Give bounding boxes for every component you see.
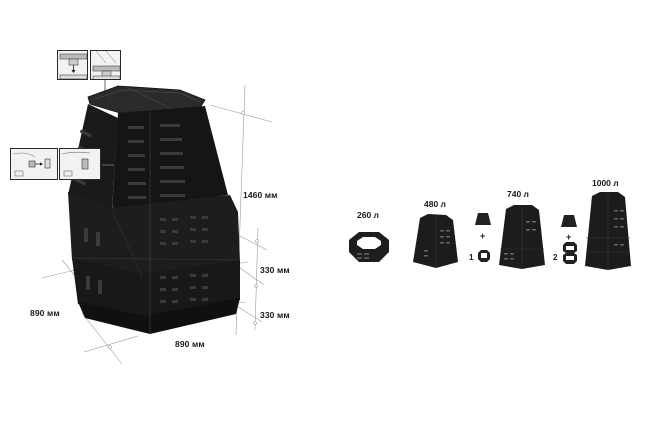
capacity-label-1000: 1000 л <box>592 178 619 188</box>
width-dimension-label: 890 мм <box>175 339 205 349</box>
capacity-label-480: 480 л <box>424 199 446 209</box>
upper-section-dimension-label: 330 мм <box>260 265 290 275</box>
main-composter-illustration <box>0 0 320 433</box>
composter-1000-icon <box>585 192 631 270</box>
height-dimension-label: 1460 мм <box>243 190 278 200</box>
composter-740-icon <box>499 205 545 269</box>
ring-count-1000: 2 <box>553 253 558 262</box>
ring-add-icon-740 <box>478 250 490 262</box>
depth-dimension-label: 890 мм <box>30 308 60 318</box>
lid-clip-detail-step1 <box>57 50 88 80</box>
side-latch-detail-step2 <box>59 148 101 180</box>
ring-count-740: 1 <box>469 253 474 262</box>
lower-section-dimension-label: 330 мм <box>260 310 290 320</box>
capacity-label-260: 260 л <box>357 210 379 220</box>
ring-add-icon-1000 <box>563 242 577 264</box>
lid-cap-icon-1000 <box>561 215 577 227</box>
lid-clip-detail-step2 <box>90 50 121 80</box>
ring-260-icon <box>349 232 389 262</box>
composter-480-icon <box>413 214 458 268</box>
side-latch-detail-step1 <box>10 148 58 180</box>
capacity-label-740: 740 л <box>507 189 529 199</box>
lid-cap-icon-740 <box>475 213 491 225</box>
plus-sign-740: + <box>480 231 486 241</box>
plus-sign-1000: + <box>566 232 572 242</box>
